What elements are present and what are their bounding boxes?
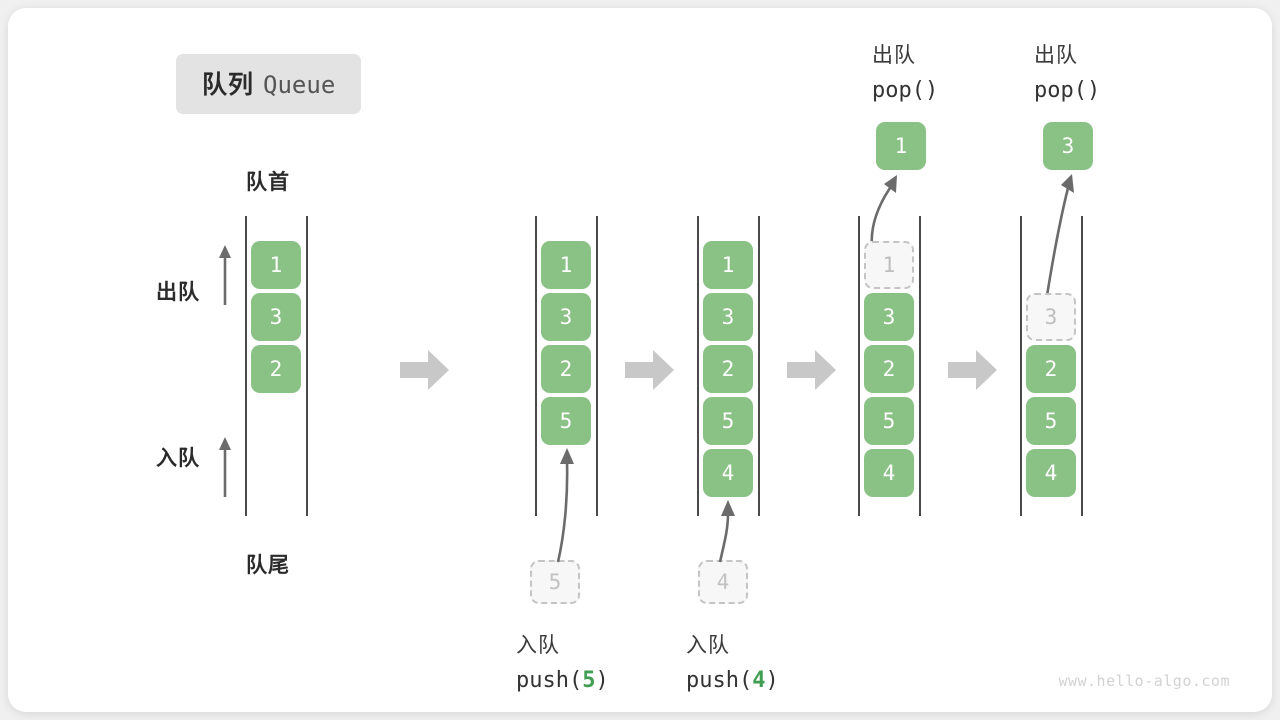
transition-arrow-icon [948,350,997,390]
queue-rear-label: 队尾 [246,554,290,577]
queue-rail-left-1 [245,216,247,516]
queue-cell: 4 [703,449,753,497]
watermark: www.hello-algo.com [1058,672,1230,690]
queue-cell: 1 [251,241,301,289]
queue-cell-ghost: 3 [1026,293,1076,341]
title-cn: 队列 [202,71,255,99]
enqueue-curved-arrow-icon [556,448,574,563]
queue-cell-ghost: 1 [864,241,914,289]
queue-cell: 3 [541,293,591,341]
incoming-ghost-cell: 5 [530,560,580,604]
enqueue-curved-arrow-icon [718,500,735,563]
queue-rail-right-2 [596,216,598,516]
pop-1-caption-code: pop() [872,78,939,103]
pop-1-caption: 出队 pop() [872,38,938,108]
queue-cell: 5 [541,397,591,445]
incoming-ghost-cell: 4 [698,560,748,604]
push-5-caption-cn: 入队 [516,634,560,657]
push-5-caption: 入队 push(5) [516,628,609,698]
queue-cell: 2 [1026,345,1076,393]
push-4-caption-cn: 入队 [686,634,730,657]
queue-rail-right-3 [758,216,760,516]
push-4-caption: 入队 push(4) [686,628,779,698]
queue-cell: 2 [864,345,914,393]
pop-1-caption-cn: 出队 [872,44,916,67]
pop-3-caption: 出队 pop() [1034,38,1100,108]
queue-rail-right-4 [919,216,921,516]
queue-cell: 5 [1026,397,1076,445]
queue-rail-right-5 [1081,216,1083,516]
queue-rail-left-5 [1020,216,1022,516]
transition-arrow-icon [400,350,449,390]
enqueue-direction-label: 入队 [156,447,200,470]
queue-cell: 5 [703,397,753,445]
dequeue-curved-arrow-icon [870,175,897,249]
queue-cell: 1 [541,241,591,289]
transition-arrow-icon [625,350,674,390]
diagram-card: 队列 Queue 队首 队尾 出队 入队 1 3 2 1 3 2 5 5 [8,8,1272,712]
title-en: Queue [263,71,336,99]
pop-3-caption-cn: 出队 [1034,44,1078,67]
transition-arrow-icon [787,350,836,390]
queue-cell: 2 [703,345,753,393]
queue-cell: 2 [251,345,301,393]
queue-cell: 3 [251,293,301,341]
dequeue-curved-arrow-icon [1044,174,1074,303]
queue-cell: 4 [1026,449,1076,497]
push-4-caption-code: push(4) [686,668,779,693]
queue-cell: 1 [703,241,753,289]
diagram-title-badge: 队列 Queue [176,54,362,114]
queue-cell: 2 [541,345,591,393]
popped-cell: 1 [876,122,926,170]
queue-cell: 4 [864,449,914,497]
popped-cell: 3 [1043,122,1093,170]
queue-front-label: 队首 [246,171,290,194]
queue-cell: 5 [864,397,914,445]
dequeue-direction-label: 出队 [156,281,200,304]
queue-rail-right-1 [306,216,308,516]
queue-cell: 3 [864,293,914,341]
queue-rail-left-4 [858,216,860,516]
queue-rail-left-3 [697,216,699,516]
queue-cell: 3 [703,293,753,341]
push-5-caption-code: push(5) [516,668,609,693]
dequeue-direction-arrow-icon [219,245,231,305]
queue-rail-left-2 [535,216,537,516]
enqueue-direction-arrow-icon [219,437,231,497]
pop-3-caption-code: pop() [1034,78,1101,103]
